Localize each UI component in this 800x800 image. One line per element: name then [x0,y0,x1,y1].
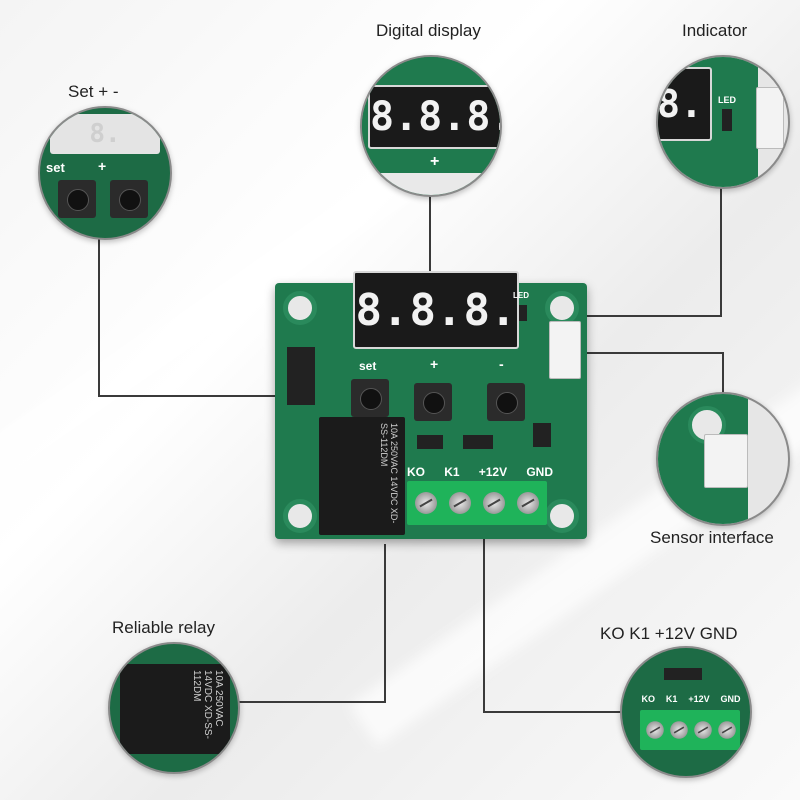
zoom-circle-display: 8. 8. 8. + [360,55,502,197]
zoom-indicator-display: 8. [657,67,712,141]
screw [483,492,505,514]
label-terminals: KO K1 +12V GND [600,624,738,643]
zoom-circle-sensor [656,392,790,526]
terminal-label: +12V [478,465,508,479]
leader-line-terminals-h [483,711,623,713]
zoom-term-label: +12V [688,694,710,704]
led-label: LED [513,291,529,300]
display-digit: 8. [409,284,463,336]
main-display: 8. 8. 8. [353,271,519,349]
zoom-diode [664,668,702,680]
leader-line-indicator-v [720,168,722,316]
zoom-digit: 8. [418,94,467,140]
label-sensor-interface: Sensor interface [650,528,774,547]
led-component [722,109,732,131]
zoom-circle-buttons: 8. set + [38,106,172,240]
mount-hole [283,291,317,325]
led-component [519,305,527,321]
screw [449,492,471,514]
label-digital-display: Digital display [376,21,481,40]
label-set-plus-minus: Set + - [68,82,119,101]
zoom-circle-indicator: 8. LED [656,55,790,189]
minus-button [487,383,525,421]
zoom-plus-button [110,180,148,218]
terminal-block [407,481,547,525]
zoom-bottom-edge [362,173,500,195]
ic-chip [287,347,315,405]
leader-line-relay-v [384,544,386,702]
zoom-led-label: LED [718,95,736,105]
zoom-set-label: set [46,160,65,175]
zoom-connector [756,87,784,149]
screw [646,721,664,739]
zoom-term-label: K1 [665,694,678,704]
screw [718,721,736,739]
regulator [533,423,551,447]
mount-hole [545,499,579,533]
zoom-set-button [58,180,96,218]
terminal-label: K1 [444,465,460,479]
mount-hole [283,499,317,533]
display-digit: 8. [355,284,409,336]
leader-line-display [429,168,431,276]
zoom-digit: 8. [657,82,703,126]
leader-line-terminals-v [483,528,485,712]
zoom-relay: 10A 250VAC 14VDC XD-SS-112DM [120,664,230,754]
set-button [351,379,389,417]
mount-hole [545,291,579,325]
display-digit: 8. [463,284,517,336]
zoom-circle-relay: 10A 250VAC 14VDC XD-SS-112DM [108,642,240,774]
sensor-connector [549,321,581,379]
leader-line-set-h [98,395,356,397]
zoom-display-faded: 8. [50,114,160,154]
screw [694,721,712,739]
leader-line-set-v [98,236,100,396]
screw [670,721,688,739]
terminal-label: KO [407,465,425,479]
screw [517,492,539,514]
pcb-board: 8. 8. 8. LED set + - 10A 250VAC 14VDC XD… [275,271,587,539]
zoom-plus-label: + [430,153,440,170]
leader-line-indicator-h [522,315,722,317]
zoom-term-label: GND [720,694,741,704]
zoom-digit: 8. [466,94,500,140]
terminal-label: GND [526,465,553,479]
zoom-display: 8. 8. 8. [368,85,500,149]
relay: 10A 250VAC 14VDC XD-SS-112DM [319,417,405,535]
diode-d1 [417,435,443,449]
zoom-plus-label: + [98,158,107,174]
zoom-sensor-connector [704,434,748,488]
label-reliable-relay: Reliable relay [112,618,215,637]
terminal-labels: KO K1 +12V GND [407,465,553,479]
zoom-circle-terminals: KO K1 +12V GND [620,646,752,778]
zoom-terminal-labels: KO K1 +12V GND [636,694,746,704]
zoom-terminal-block [640,710,740,750]
label-indicator: Indicator [682,21,748,40]
plus-button [414,383,452,421]
leader-line-sensor-v [722,352,724,394]
set-label: set [359,359,377,373]
leader-line-sensor-h [552,352,724,354]
screw [415,492,437,514]
zoom-term-label: KO [641,694,655,704]
zoom-digit: 8. [89,119,121,149]
leader-line-relay-h [230,701,386,703]
diode-d2 [463,435,493,449]
plus-label: + [430,356,439,372]
zoom-digit: 8. [370,94,419,140]
minus-label: - [499,356,504,372]
